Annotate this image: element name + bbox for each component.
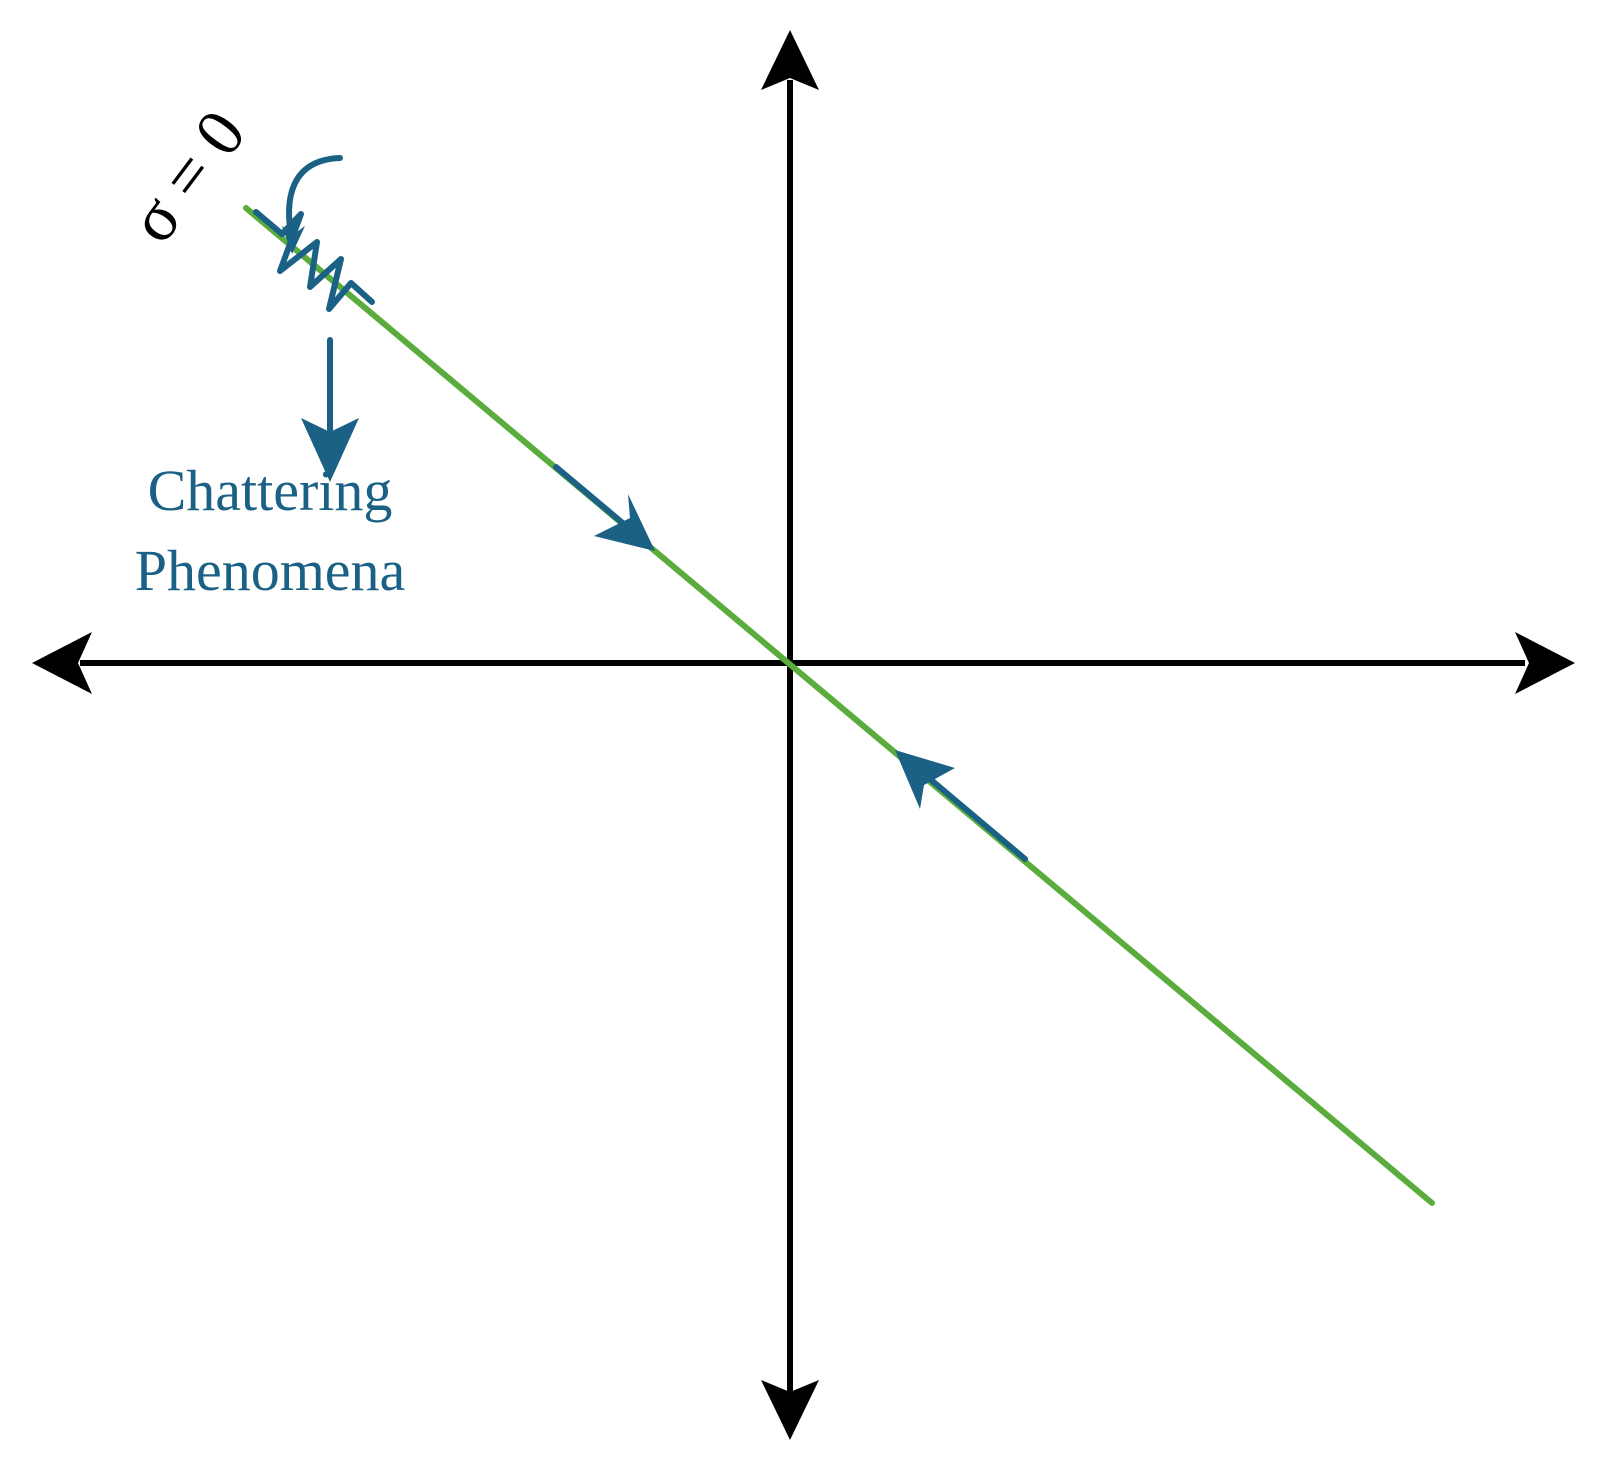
sliding-surface-label: σ = 0 [113,96,260,256]
y-axis-top-arrowhead-icon [761,30,819,90]
chattering-zigzag-icon [277,211,375,312]
curved-approach-arrowhead-icon [282,226,305,254]
chattering-zigzag [253,209,375,312]
lower-trajectory-segment [927,776,1028,862]
y-axis [761,30,819,1440]
lower-trajectory [895,750,1028,862]
lower-direction-arrowhead-icon [895,750,955,809]
curved-approach [282,155,343,254]
annotation-line-1: Chattering [148,458,393,523]
chattering-entry-segment [253,209,285,237]
x-axis [32,632,1575,694]
down-arrow-icon [301,418,359,482]
annotation-line-2: Phenomena [135,538,406,603]
curved-approach-arrow [286,155,343,243]
upper-trajectory [553,464,655,551]
upper-trajectory-segment [553,464,628,528]
x-axis-left-arrowhead-icon [32,632,92,694]
chattering-callout [301,337,359,482]
upper-direction-arrowhead-icon [594,494,655,551]
y-axis-bottom-arrowhead-icon [761,1380,819,1440]
sliding-surface-line [243,205,1435,1206]
x-axis-right-arrowhead-icon [1515,632,1575,694]
